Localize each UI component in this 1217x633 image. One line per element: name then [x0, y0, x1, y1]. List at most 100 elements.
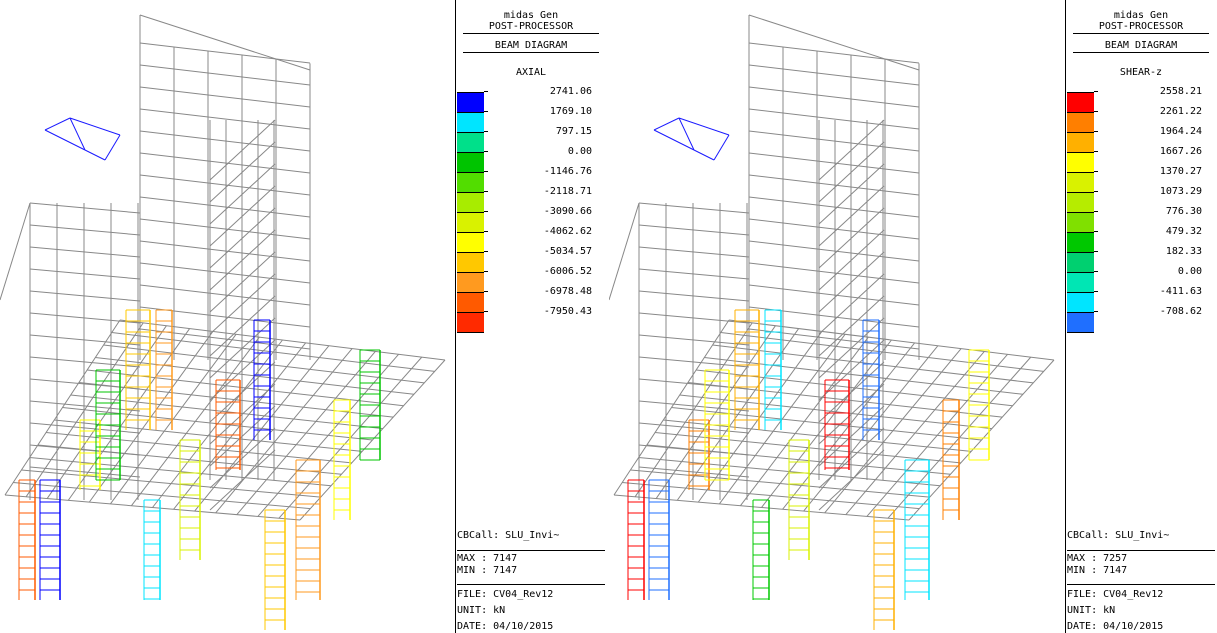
- view-icon: [84, 149, 106, 161]
- view-icon: [44, 129, 86, 151]
- model-canvas-shear[interactable]: [609, 0, 1064, 633]
- divider: [1073, 33, 1209, 34]
- legend-row: 797.15: [457, 126, 607, 152]
- legend-value: 2741.06: [549, 86, 592, 97]
- tower-grid: [139, 262, 311, 284]
- legend-tick: [484, 251, 488, 252]
- view-icon: [678, 117, 695, 151]
- panel-divider: [455, 0, 456, 633]
- legend-tick: [484, 171, 488, 172]
- tower-grid: [748, 86, 920, 108]
- legend-tick: [484, 191, 488, 192]
- side-grid: [29, 312, 141, 324]
- legend-row: -4062.62: [457, 226, 607, 252]
- view-icon: [713, 134, 730, 161]
- side-grid: [29, 290, 141, 302]
- legend-row: 0.00: [457, 146, 607, 172]
- legend-swatch: [1067, 292, 1094, 312]
- tower-grid: [139, 174, 311, 196]
- legend-row: 2558.21: [1067, 86, 1217, 112]
- legend-tick: [1094, 171, 1098, 172]
- load-case: CBCall: SLU_Invi~: [1067, 530, 1170, 541]
- tower-grid: [139, 130, 311, 152]
- side-grid: [638, 422, 750, 434]
- legend-value: -708.62: [1159, 306, 1202, 317]
- legend-swatch: [1067, 132, 1094, 152]
- file-name: FILE: CV04_Rev12: [457, 589, 554, 600]
- legend-row: -2118.71: [457, 186, 607, 212]
- legend-swatch: [457, 312, 484, 332]
- legend-tick: [1094, 111, 1098, 112]
- side-grid: [29, 356, 141, 368]
- legend-tick: [1094, 151, 1098, 152]
- divider: [1067, 584, 1215, 585]
- legend-swatch: [1067, 212, 1094, 232]
- view-icon: [104, 134, 121, 161]
- tower-grid: [748, 240, 920, 262]
- side-grid: [29, 246, 141, 258]
- legend-value: 2261.22: [1159, 106, 1202, 117]
- left-viewport[interactable]: midas Gen POST-PROCESSOR BEAM DIAGRAM AX…: [0, 0, 608, 633]
- legend-value: 1769.10: [549, 106, 592, 117]
- legend-swatch: [457, 192, 484, 212]
- panel-divider: [1065, 0, 1066, 633]
- side-grid: [638, 356, 750, 368]
- legend-row: -7950.43: [457, 306, 607, 332]
- legend-value: 479.32: [1165, 226, 1202, 237]
- tower-grid: [748, 262, 920, 284]
- legend-tick: [1094, 311, 1098, 312]
- legend-value: 182.33: [1165, 246, 1202, 257]
- legend-swatch: [457, 92, 484, 112]
- legend-swatch: [457, 112, 484, 132]
- divider: [1067, 550, 1215, 551]
- side-grid: [638, 290, 750, 302]
- legend-row: -1146.76: [457, 166, 607, 192]
- legend-swatch: [1067, 252, 1094, 272]
- tower-grid: [139, 42, 311, 64]
- legend-value: 2558.21: [1159, 86, 1202, 97]
- right-viewport[interactable]: midas Gen POST-PROCESSOR BEAM DIAGRAM SH…: [609, 0, 1217, 633]
- legend-value: -7950.43: [543, 306, 592, 317]
- legend-swatch: [1067, 192, 1094, 212]
- side-grid: [29, 466, 141, 478]
- legend-value: 1964.24: [1159, 126, 1202, 137]
- slab-grid: [704, 357, 1023, 395]
- tower-grid: [748, 130, 920, 152]
- legend-row: 0.00: [1067, 266, 1217, 292]
- legend-row: -6978.48: [457, 286, 607, 312]
- legend-row: 479.32: [1067, 226, 1217, 252]
- view-icon: [69, 117, 121, 136]
- tower-grid: [139, 64, 311, 86]
- model-canvas-axial[interactable]: [0, 0, 455, 633]
- legend-value: 1073.29: [1159, 186, 1202, 197]
- legend-tick: [1094, 131, 1098, 132]
- side-grid: [638, 268, 750, 280]
- side-grid: [638, 246, 750, 258]
- legend-tick: [1094, 231, 1098, 232]
- legend-tick: [1094, 271, 1098, 272]
- tower-grid: [139, 108, 311, 130]
- legend-row: 2261.22: [1067, 106, 1217, 132]
- legend-value: -6006.52: [543, 266, 592, 277]
- legend-row: 182.33: [1067, 246, 1217, 272]
- tower-grid: [748, 42, 920, 64]
- side-grid: [638, 312, 750, 324]
- app-title: midas Gen: [1113, 10, 1169, 21]
- slab-grid: [257, 353, 399, 517]
- slab-grid: [679, 394, 992, 430]
- legend-row: 1769.10: [457, 106, 607, 132]
- slab-grid: [215, 348, 353, 514]
- legend-swatch: [1067, 312, 1094, 332]
- divider: [457, 584, 605, 585]
- legend-value: 0.00: [1177, 266, 1202, 277]
- divider: [463, 33, 599, 34]
- legend-value: -2118.71: [543, 186, 592, 197]
- legend-tick: [1094, 191, 1098, 192]
- legend-value: -3090.66: [543, 206, 592, 217]
- divider: [457, 550, 605, 551]
- tower-grid: [748, 218, 920, 240]
- tower-grid: [748, 196, 920, 218]
- legend-tick: [484, 151, 488, 152]
- max-value: MAX : 7257: [1067, 553, 1128, 564]
